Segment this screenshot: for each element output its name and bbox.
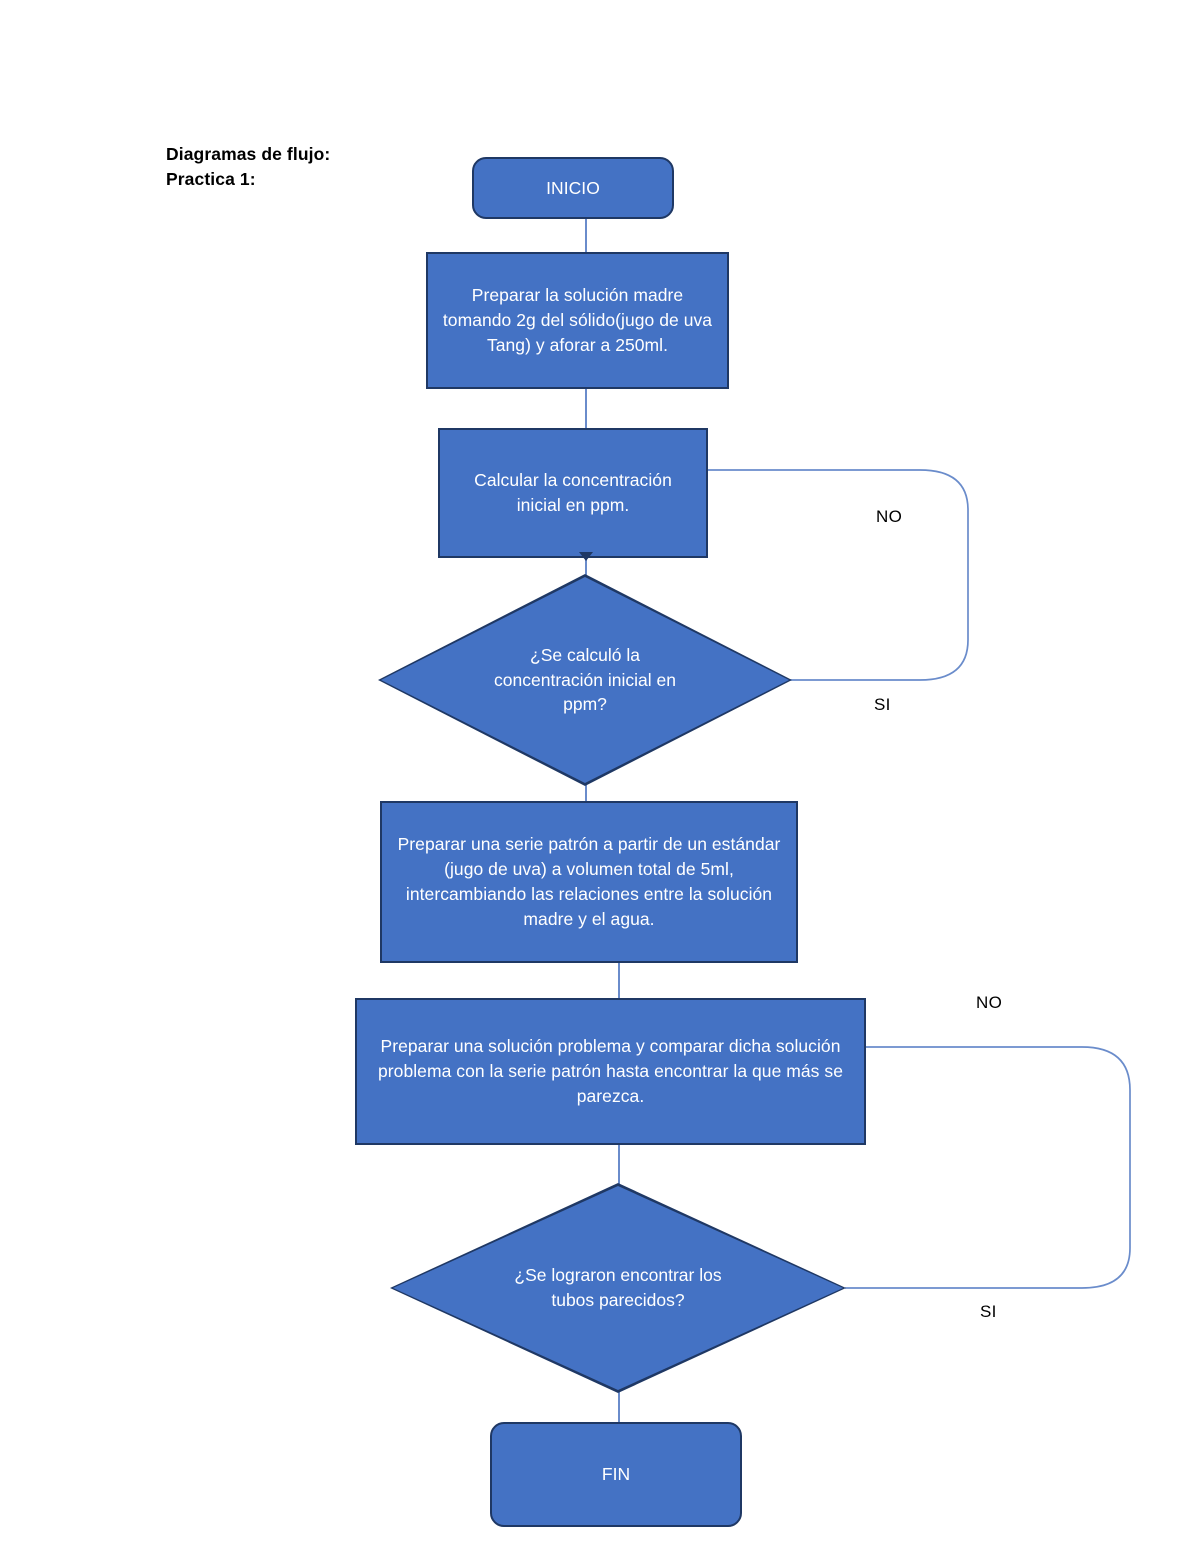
node-decision-tubos-label: ¿Se lograron encontrar los tubos parecid… (514, 1265, 722, 1310)
page-title: Diagramas de flujo: Practica 1: (166, 142, 466, 192)
connector-inicio-to-preparar (585, 219, 587, 253)
node-preparar-solucion-madre[interactable]: Preparar la solución madre tomando 2g de… (426, 252, 729, 389)
connector-decision1-to-serie (585, 782, 587, 802)
node-preparar-solucion-problema[interactable]: Preparar una solución problema y compara… (355, 998, 866, 1145)
connector-serie-to-problema (618, 963, 620, 1000)
connector-problema-to-decision2 (618, 1145, 620, 1185)
node-decision-concentracion-label: ¿Se calculó la concentración inicial en … (494, 644, 676, 715)
node-inicio-label: INICIO (546, 177, 600, 198)
node-decision-concentracion[interactable]: ¿Se calculó la concentración inicial en … (378, 574, 792, 786)
connector-preparar-to-calcular (585, 389, 587, 429)
connector-decision2-to-fin (618, 1392, 620, 1422)
branch-label-loop1-no: NO (876, 507, 903, 526)
connector-calcular-to-decision1 (585, 558, 587, 576)
node-preparar-serie-patron-label: Preparar una serie patrón a partir de un… (397, 834, 781, 929)
page-title-line-1: Diagramas de flujo: (166, 144, 331, 164)
node-preparar-solucion-madre-label: Preparar la solución madre tomando 2g de… (442, 285, 713, 355)
node-inicio[interactable]: INICIO (472, 157, 674, 219)
node-fin-label: FIN (601, 1464, 631, 1485)
node-fin[interactable]: FIN (490, 1422, 742, 1527)
branch-label-loop2-si: SI (980, 1302, 997, 1321)
arrowhead-into-calcular (579, 552, 593, 561)
node-decision-tubos[interactable]: ¿Se lograron encontrar los tubos parecid… (390, 1183, 846, 1393)
branch-label-loop1-si: SI (874, 695, 891, 714)
node-calcular-concentracion[interactable]: Calcular la concentración inicial en ppm… (438, 428, 708, 558)
node-preparar-serie-patron[interactable]: Preparar una serie patrón a partir de un… (380, 801, 798, 963)
node-preparar-solucion-problema-label: Preparar una solución problema y compara… (378, 1036, 843, 1106)
branch-label-loop2-no: NO (976, 993, 1003, 1012)
node-calcular-concentracion-label: Calcular la concentración inicial en ppm… (474, 470, 672, 515)
page-title-line-2: Practica 1: (166, 168, 256, 189)
